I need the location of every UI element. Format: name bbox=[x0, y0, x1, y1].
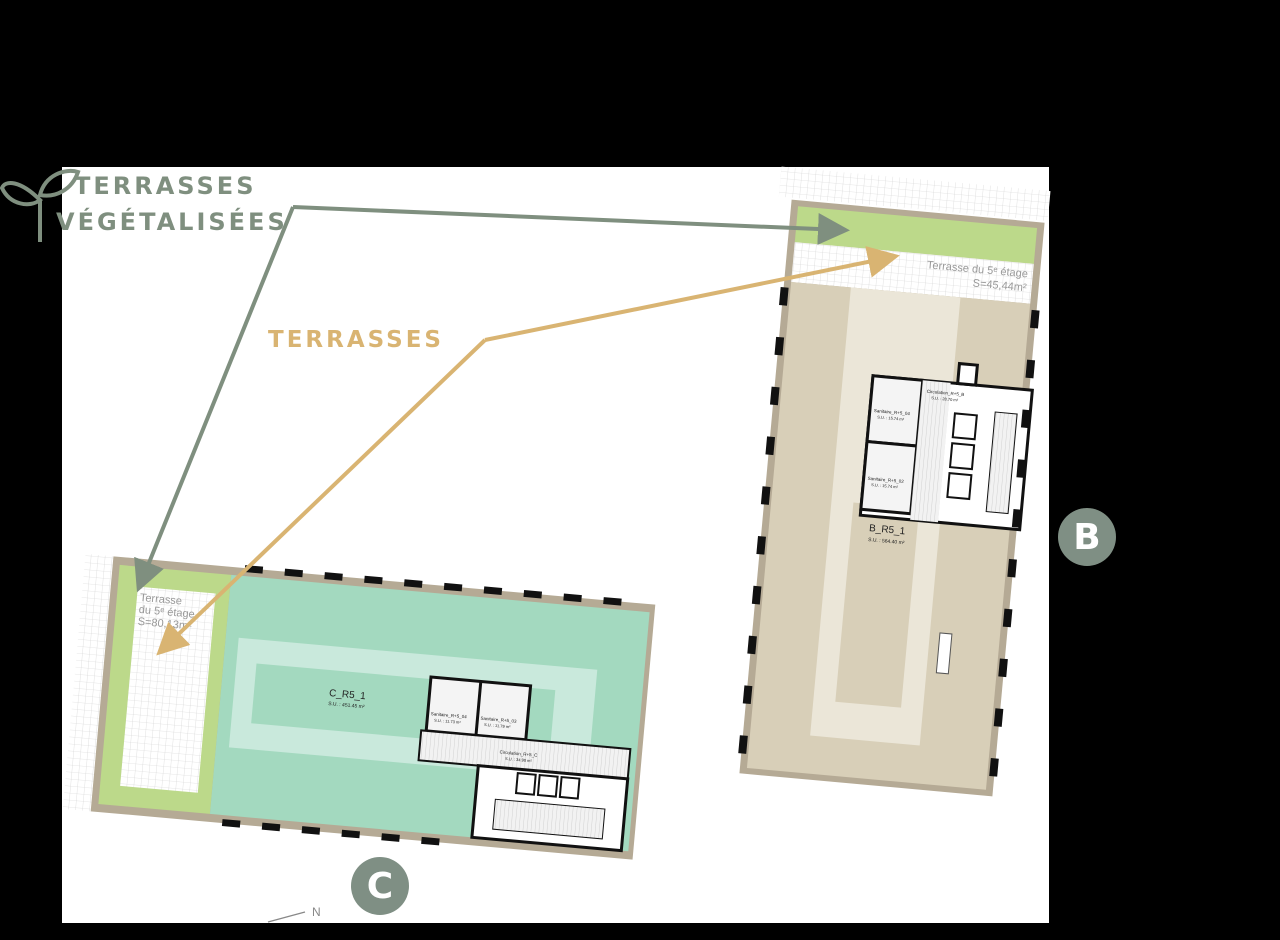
terrace-arrow-b bbox=[484, 246, 900, 342]
b-sanitary-1-area: S.U. : 15.74 m² bbox=[877, 414, 905, 421]
b-roof-edge bbox=[778, 166, 1051, 221]
building-c-badge: C bbox=[351, 857, 409, 915]
c-main-area: S.U. : 451.45 m² bbox=[328, 701, 365, 710]
c-terrace-name-1: Terrasse bbox=[139, 592, 182, 608]
north-arrow-icon: N bbox=[267, 905, 321, 923]
green-roof-title-line2: VÉGÉTALISÉES bbox=[56, 208, 288, 236]
b-circulation-area: S.U. : 28.70 m² bbox=[931, 395, 959, 402]
c-sanitary-2-area: S.U. : 11.79 m² bbox=[484, 722, 512, 729]
b-terrace bbox=[791, 242, 1034, 304]
sprout-icon bbox=[0, 169, 81, 242]
terrace-title: TERRASSES bbox=[268, 327, 444, 353]
c-sanitary-1-area: S.U. : 11.73 m² bbox=[434, 717, 462, 724]
terrace-arrow-c bbox=[156, 338, 487, 656]
c-sanitary-1-label: Sanitaire_R+5_04 bbox=[431, 711, 468, 719]
b-main-area: S.U. : 564.40 m² bbox=[868, 537, 905, 546]
c-circulation-label: Circulation_R+5_C bbox=[499, 749, 538, 757]
c-roof-edge bbox=[62, 553, 114, 812]
b-sanitary-2-area: S.U. : 15.74 m² bbox=[871, 482, 899, 489]
green-roof-arrow-b bbox=[292, 205, 850, 245]
building-b-plan: Terrasse du 5ᵉ étage S=45,44m² B_R5_1 S.… bbox=[738, 166, 1051, 797]
b-sanitary-2-label: Sanitaire_R+5_02 bbox=[867, 476, 904, 484]
c-sanitary-2-label: Sanitaire_R+5_03 bbox=[480, 716, 517, 724]
c-main-room: C_R5_1 bbox=[329, 688, 367, 702]
c-circulation-area: S.U. : 34.90 m² bbox=[505, 756, 533, 763]
b-terrace-area: S=45,44m² bbox=[972, 277, 1027, 294]
building-c-plan: Terrasse du 5ᵉ étage S=80,13m² C_R5_1 S.… bbox=[62, 553, 656, 860]
green-roof-title-line1: TERRASSES bbox=[74, 172, 257, 200]
b-circulation: Circulation_R+5_B bbox=[927, 389, 965, 397]
green-roof-arrow-c bbox=[134, 206, 295, 593]
building-b-badge: B bbox=[1058, 508, 1116, 566]
c-terrace-name-2: du 5ᵉ étage bbox=[138, 604, 195, 621]
b-green-roof bbox=[794, 206, 1038, 264]
b-main-room: B_R5_1 bbox=[869, 523, 906, 537]
b-sanitary-1-label: Sanitaire_R+5_04 bbox=[874, 408, 911, 416]
c-terrace bbox=[120, 586, 216, 793]
north-label: N bbox=[312, 905, 321, 919]
